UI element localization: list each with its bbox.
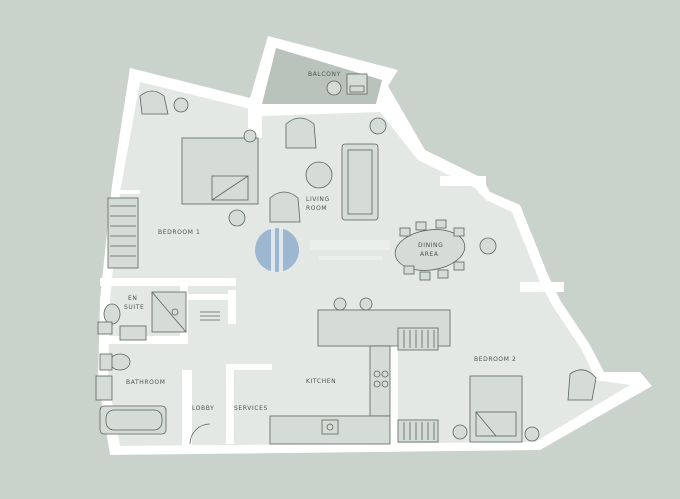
bedroom1-stool [173, 97, 189, 113]
living-armchair-top [285, 117, 317, 149]
dining-label-1: DINING [418, 242, 443, 249]
bedroom2-bed-fold [475, 411, 497, 437]
bedroom2-wardrobe-bottom-hangers [403, 422, 435, 440]
bedroom1-bed-sheet [211, 175, 249, 201]
bedroom1-wardrobe-hangers [110, 205, 136, 257]
en-suite-label-1: EN [128, 295, 137, 302]
en-suite-shower-line [151, 291, 187, 333]
column-1 [369, 117, 387, 135]
bar-stool-2 [359, 297, 373, 311]
bathroom-toilet-tank [99, 353, 113, 371]
lobby-label: LOBBY [192, 405, 214, 412]
living-armchair-bottom [269, 191, 301, 223]
dining-label-2: AREA [420, 251, 439, 258]
balcony-chair [346, 73, 368, 95]
en-suite-towel-rail [200, 311, 220, 321]
living-label-2: ROOM [306, 205, 327, 212]
bedroom2-label: BEDROOM 2 [474, 356, 516, 363]
bathtub [99, 405, 167, 435]
bedroom2-side-table-left [452, 424, 468, 440]
balcony-table [326, 80, 342, 96]
coffee-table [305, 161, 333, 189]
kitchen-sink-drain [326, 423, 334, 431]
kitchen-counter [369, 345, 391, 417]
services-area [234, 370, 268, 444]
dining-chairs [399, 219, 465, 281]
living-label-1: LIVING [306, 196, 330, 203]
balcony-label: BALCONY [308, 71, 341, 78]
bar-stool-1 [333, 297, 347, 311]
watermark [255, 228, 390, 272]
bedroom1-armchair [139, 90, 169, 115]
logo-emblem-icon [255, 228, 299, 272]
bathroom-basin [95, 375, 113, 401]
bedroom1-wardrobe [107, 197, 139, 269]
balcony-chair-seat [349, 85, 365, 93]
bedroom2-armchair [567, 369, 597, 401]
bedroom1-bed-fold [211, 175, 249, 201]
services-label: SERVICES [234, 405, 268, 412]
bathroom-label: BATHROOM [126, 379, 166, 386]
column-2 [479, 237, 497, 255]
sofa-cushion [347, 149, 373, 215]
watermark-wordmark [310, 240, 390, 260]
bedroom1-label: BEDROOM 1 [158, 229, 200, 236]
bedroom2-bed [469, 375, 523, 443]
en-suite-label-2: SUITE [124, 304, 144, 311]
bedroom1-bed [181, 137, 259, 205]
kitchen-hob [373, 370, 389, 388]
en-suite-toilet [103, 303, 121, 325]
bathtub-inner [105, 409, 163, 431]
bedroom1-lamp [243, 129, 257, 143]
bathroom-toilet [109, 353, 131, 371]
en-suite-shower-drain [171, 308, 179, 316]
kitchen-sink [321, 419, 339, 435]
sofa [341, 143, 379, 221]
en-suite-toilet-tank [97, 321, 113, 335]
kitchen-label: KITCHEN [306, 378, 336, 385]
bedroom2-wardrobe-top-hangers [403, 330, 435, 348]
bedroom1-side-table [228, 209, 246, 227]
entrance-door-swing [189, 423, 211, 445]
en-suite-basin [119, 325, 147, 341]
dining-table [394, 229, 466, 271]
bedroom2-side-table-right [524, 426, 540, 442]
